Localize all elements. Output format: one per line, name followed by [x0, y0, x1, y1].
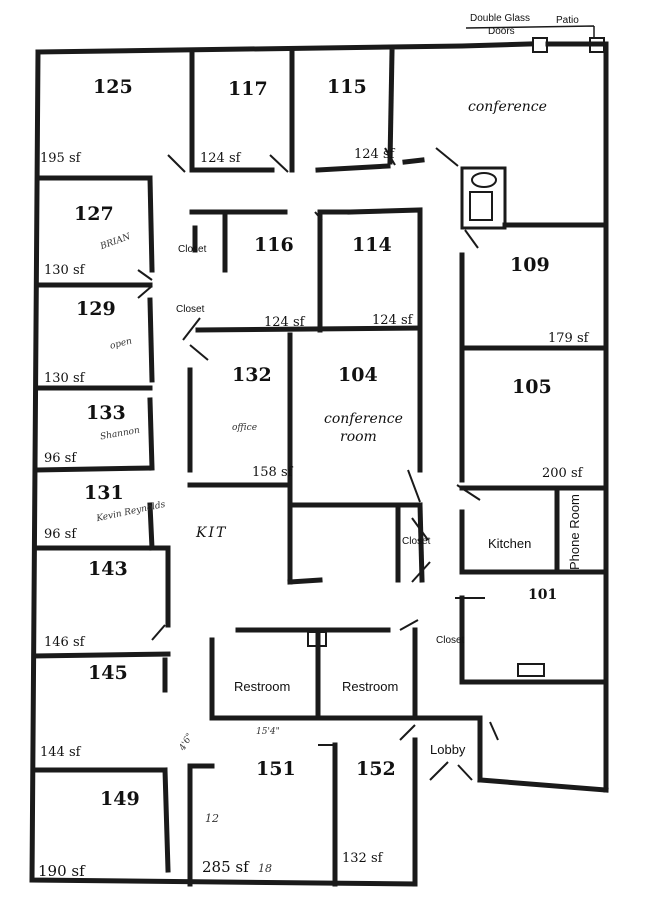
room-114-number: 114 — [352, 234, 392, 256]
room-105-number: 105 — [512, 376, 552, 398]
room-151-side-dimension: 12 — [205, 812, 219, 825]
header-double-glass: Double Glass — [470, 13, 531, 24]
walls — [29, 41, 609, 887]
room-104-label-1: conference — [324, 411, 403, 427]
room-104-label-2: room — [340, 429, 377, 445]
room-133-number: 133 — [86, 402, 126, 424]
kit-label: KIT — [196, 525, 228, 541]
closet-2-label: Closet — [176, 304, 205, 315]
room-151-top-dimension: 15'4" — [256, 727, 280, 737]
room-125-area: 195 sf — [40, 151, 81, 166]
room-116-number: 116 — [254, 234, 294, 256]
room-117-area: 124 sf — [200, 151, 241, 166]
room-109-number: 109 — [510, 254, 550, 276]
room-149-area: 190 sf — [38, 862, 85, 880]
closet-3-label: Closet — [402, 536, 431, 547]
room-133-area: 96 sf — [44, 451, 77, 466]
room-117-number: 117 — [228, 78, 268, 100]
room-125-number: 125 — [93, 76, 133, 98]
room-132-area: 158 sf — [252, 465, 293, 480]
room-114-area: 124 sf — [372, 313, 413, 328]
room-105-area: 200 sf — [542, 466, 583, 481]
room-152-number: 152 — [356, 758, 396, 780]
exterior-wall-left-bottom — [29, 49, 418, 887]
phone-room-label: Phone Room — [567, 494, 582, 570]
closet-4-label: Closet — [436, 635, 465, 646]
room-151-number: 151 — [256, 758, 296, 780]
restroom-right-label: Restroom — [342, 679, 399, 694]
patio-outline — [465, 25, 595, 38]
sink-fixture — [471, 172, 497, 188]
kitchen-label: Kitchen — [488, 536, 532, 551]
room-101-number: 101 — [528, 587, 558, 603]
lobby-label: Lobby — [430, 742, 466, 757]
room-145-number: 145 — [88, 662, 128, 684]
toilet-fixture — [469, 191, 493, 221]
room-131-number: 131 — [84, 482, 124, 504]
restroom-left-label: Restroom — [234, 679, 291, 694]
room-127-area: 130 sf — [44, 263, 85, 278]
room-131-area: 96 sf — [44, 527, 77, 542]
room-109-area: 179 sf — [548, 331, 589, 346]
room-129-number: 129 — [76, 298, 116, 320]
conference-top-label: conference — [468, 99, 547, 115]
door-swings — [137, 147, 499, 781]
room-116-area: 124 sf — [264, 315, 305, 330]
header-doors: Doors — [488, 26, 515, 37]
restroom-fixture — [307, 631, 327, 647]
closet-1-label: Closet — [178, 244, 207, 255]
room-152-area: 132 sf — [342, 851, 383, 866]
room-129-area: 130 sf — [44, 371, 85, 386]
header-patio: Patio — [556, 15, 579, 26]
room-143-number: 143 — [88, 558, 128, 580]
room-115-area: 124 sf — [354, 147, 395, 162]
patio-post-right — [589, 37, 605, 53]
room-104-number: 104 — [338, 364, 378, 386]
room-151-bottom-dimension: 18 — [258, 862, 272, 875]
room-151-area: 285 sf — [202, 858, 249, 876]
exterior-wall-right — [545, 41, 609, 793]
room-132-note: office — [232, 423, 258, 433]
room-145-area: 144 sf — [40, 745, 81, 760]
room-127-number: 127 — [74, 203, 114, 225]
patio-post-left — [532, 37, 548, 53]
appliance-fixture — [517, 663, 545, 677]
room-149-number: 149 — [100, 788, 140, 810]
room-143-area: 146 sf — [44, 635, 85, 650]
room-115-number: 115 — [327, 76, 367, 98]
room-132-number: 132 — [232, 364, 272, 386]
exterior-wall-top — [35, 41, 533, 55]
